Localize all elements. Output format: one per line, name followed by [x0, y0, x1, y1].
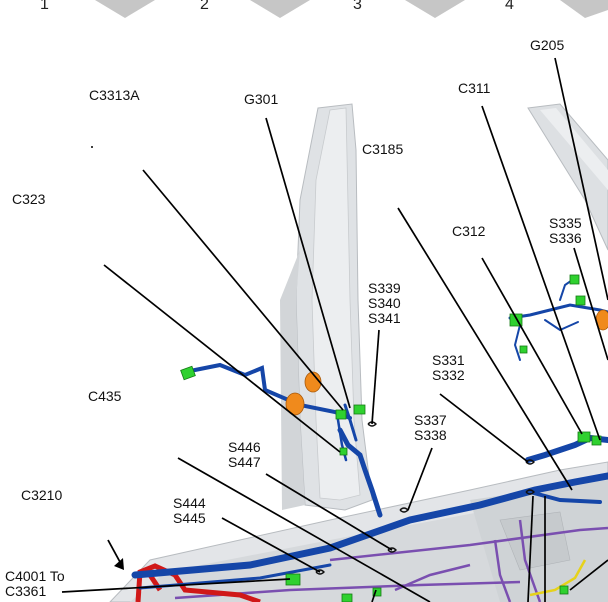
splice-s339-marker: [367, 421, 377, 427]
label-c3210: C3210: [21, 487, 63, 503]
label-c323: C323: [12, 191, 46, 207]
arrow-indicator: [107, 539, 124, 570]
leader-g205: [554, 57, 608, 301]
label-g301: G301: [244, 91, 279, 107]
leader-c4001: [61, 578, 291, 593]
connector-green: [339, 447, 348, 456]
leader-splice-lower: [527, 495, 534, 602]
roof-harness-blue: [508, 275, 608, 463]
label-g205: G205: [530, 37, 565, 53]
connector-green: [372, 587, 382, 597]
leader-c312: [481, 257, 583, 435]
orange-connectors: [285, 309, 608, 416]
leader-s335: [573, 247, 608, 361]
connector-green: [335, 409, 347, 420]
label-c311: C311: [458, 80, 491, 96]
roof-panel-highlight: [540, 108, 608, 190]
zone-number-3: 3: [353, 0, 362, 13]
zone-number-2: 2: [200, 0, 209, 13]
zone-number-1: 1: [40, 0, 49, 13]
connector-green: [591, 435, 602, 446]
label-c4001-c3361: C4001 To C3361: [5, 568, 65, 599]
connector-green: [519, 345, 528, 354]
leader-bottom: [371, 589, 377, 602]
leader-yellow: [569, 559, 608, 591]
leader-c3185: [397, 207, 573, 491]
label-s331-s332: S331 S332: [432, 352, 465, 383]
label-c3185: C3185: [362, 141, 404, 157]
leader-s446: [265, 473, 393, 551]
zone-divider-chevron: [250, 0, 310, 18]
roof-panel: [527, 103, 608, 251]
label-s335-s336: S335 S336: [549, 215, 582, 246]
leader-c3313a: [142, 169, 344, 411]
connector-orange: [285, 392, 305, 416]
connector-orange: [304, 371, 322, 393]
leader-s339: [371, 329, 380, 425]
leader-s337: [407, 447, 433, 511]
label-s339-s341: S339 S340 S341: [368, 280, 401, 326]
label-c435: C435: [88, 388, 122, 404]
zone-number-4: 4: [505, 0, 514, 13]
connector-green: [569, 274, 580, 285]
green-connectors: [180, 274, 602, 602]
splice-s331-marker: [525, 459, 535, 465]
label-s446-s447: S446 S447: [228, 439, 261, 470]
zone-divider-chevron: [95, 0, 155, 18]
splice-marker: [525, 489, 535, 495]
connector-green: [559, 585, 569, 595]
leader-c311: [481, 105, 601, 441]
leader-s444: [221, 517, 321, 573]
connector-green: [353, 404, 366, 415]
connector-green: [341, 593, 353, 602]
b-pillar: [280, 103, 373, 511]
stray-dot: [91, 146, 93, 148]
floor-harness-purple: [174, 519, 608, 602]
label-c312: C312: [452, 223, 486, 239]
label-c3313a: C3313A: [89, 87, 140, 103]
leader-c3210: [177, 457, 431, 602]
zone-divider-chevron: [405, 0, 465, 18]
connector-c312-green: [577, 431, 591, 443]
label-s337-s338: S337 S338: [414, 412, 447, 443]
floor-harness-yellow: [529, 559, 587, 597]
connector-c435-green: [180, 365, 196, 381]
zone-header-band: [0, 0, 608, 18]
leader-s331: [439, 393, 529, 463]
label-s444-s445: S444 S445: [173, 495, 206, 526]
connector-green: [575, 295, 586, 306]
leader-c323: [103, 264, 341, 453]
leader-lines: [61, 57, 608, 602]
leader-g301: [265, 117, 351, 409]
zone-divider-chevron: [560, 0, 608, 18]
